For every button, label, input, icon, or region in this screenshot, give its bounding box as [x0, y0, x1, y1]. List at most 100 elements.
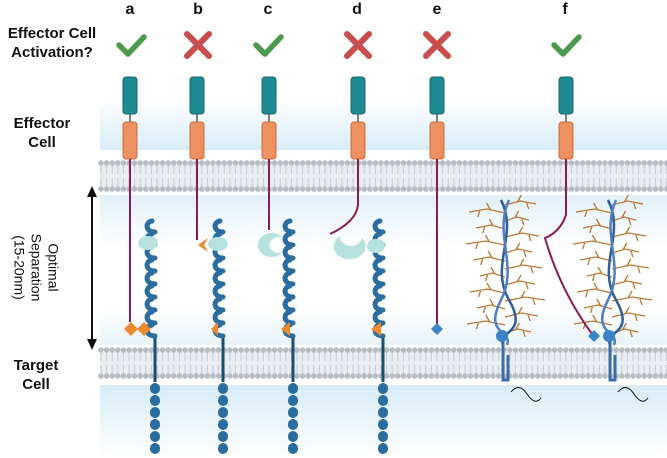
- lipid-head: [372, 160, 379, 166]
- lipid-head: [663, 373, 667, 379]
- lipid-head: [602, 347, 608, 353]
- separation-label-line3: (15-20nm): [11, 235, 28, 300]
- lipid-head: [171, 373, 177, 379]
- lipid-head: [428, 347, 435, 353]
- lipid-head: [406, 186, 412, 192]
- lipid-head: [579, 347, 586, 353]
- lipid-head: [204, 186, 211, 192]
- lipid-head: [115, 186, 121, 192]
- lipid-head: [204, 373, 211, 379]
- lipid-head: [165, 373, 171, 379]
- lipid-head: [238, 186, 244, 192]
- lipid-head: [512, 160, 519, 166]
- lipid-head: [131, 160, 138, 166]
- lipid-head: [339, 347, 345, 353]
- lipid-head: [355, 373, 362, 379]
- lipid-head: [658, 160, 664, 166]
- lipid-head: [159, 160, 166, 166]
- effector-receptors: [122, 76, 593, 335]
- lipid-head: [249, 160, 255, 166]
- effector-cell-membrane: [98, 160, 667, 192]
- receptor-inner-domain: [350, 121, 366, 160]
- lipid-head: [305, 160, 312, 166]
- lipid-head: [518, 186, 524, 192]
- lipid-head: [529, 347, 535, 353]
- effector-receptor: [261, 76, 277, 193]
- mucin-block: [465, 194, 546, 402]
- lipid-head: [333, 186, 340, 192]
- column-letter-d: d: [352, 1, 362, 18]
- lipid-head: [120, 160, 127, 166]
- lipid-head: [428, 160, 435, 166]
- lipid-head: [641, 186, 647, 192]
- antigen-bead: [218, 443, 228, 454]
- lipid-head: [131, 186, 138, 192]
- lipid-head: [333, 373, 340, 379]
- lipid-head: [383, 186, 390, 192]
- lipid-head: [260, 160, 267, 166]
- effector-receptor: [122, 76, 138, 193]
- lipid-head: [254, 186, 261, 192]
- lipid-head: [501, 160, 508, 166]
- receptor-outer-domain: [122, 76, 138, 115]
- lipid-head: [344, 347, 351, 353]
- lipid-head: [630, 373, 636, 379]
- lipid-head: [490, 373, 496, 379]
- lipid-head: [378, 160, 384, 166]
- lipid-head: [395, 160, 401, 166]
- blue-ligand: [431, 323, 443, 335]
- antigen-bead: [288, 419, 298, 430]
- lipid-head: [243, 373, 250, 379]
- orange-ligand: [211, 322, 218, 336]
- lipid-head: [126, 347, 132, 353]
- activation-label-line1: Effector Cell: [7, 25, 97, 42]
- lipid-head: [260, 347, 267, 353]
- lipid-head: [389, 373, 396, 379]
- lipid-head: [400, 373, 407, 379]
- column-letter-b: b: [193, 1, 203, 18]
- lipid-head: [462, 347, 468, 353]
- lipid-head: [277, 347, 284, 353]
- lipid-head: [490, 186, 496, 192]
- binding-ligands: [124, 233, 600, 342]
- lipid-head: [551, 347, 558, 353]
- lipid-head: [143, 347, 149, 353]
- lipid-head: [518, 373, 524, 379]
- lipid-head: [535, 347, 541, 353]
- lipid-head: [221, 160, 227, 166]
- lipid-head: [266, 373, 272, 379]
- lipid-head: [540, 160, 547, 166]
- antigen-bead: [288, 443, 298, 454]
- lipid-head: [266, 347, 272, 353]
- lipid-head: [176, 160, 183, 166]
- lipid-head: [512, 347, 519, 353]
- lipid-head: [568, 160, 575, 166]
- lipid-head: [148, 373, 155, 379]
- receptor-inner-domain: [122, 121, 138, 160]
- mucin-head: [603, 330, 615, 342]
- antigen-chain: [282, 218, 298, 454]
- lipid-head: [176, 373, 183, 379]
- teal-ligand: [138, 236, 158, 250]
- lipid-head: [451, 160, 457, 166]
- lipid-head: [148, 347, 155, 353]
- orange-ligand: [137, 322, 151, 336]
- lipid-head: [451, 373, 457, 379]
- lipid-head: [574, 160, 580, 166]
- lipid-head: [98, 160, 104, 166]
- lipid-head: [210, 373, 216, 379]
- lipid-head: [227, 160, 233, 166]
- lipid-head: [383, 373, 390, 379]
- lipid-head: [299, 373, 306, 379]
- cross-stroke: [184, 31, 212, 59]
- column-letter-f: f: [562, 1, 568, 18]
- lipid-head: [456, 186, 463, 192]
- lipid-head: [546, 373, 552, 379]
- antigen-chain: [372, 218, 388, 454]
- lipid-head: [109, 373, 115, 379]
- lipid-head: [182, 186, 188, 192]
- lipid-head: [557, 373, 563, 379]
- effector-receptor: [558, 76, 574, 193]
- lipid-head: [400, 347, 407, 353]
- effector-receptor: [429, 76, 445, 193]
